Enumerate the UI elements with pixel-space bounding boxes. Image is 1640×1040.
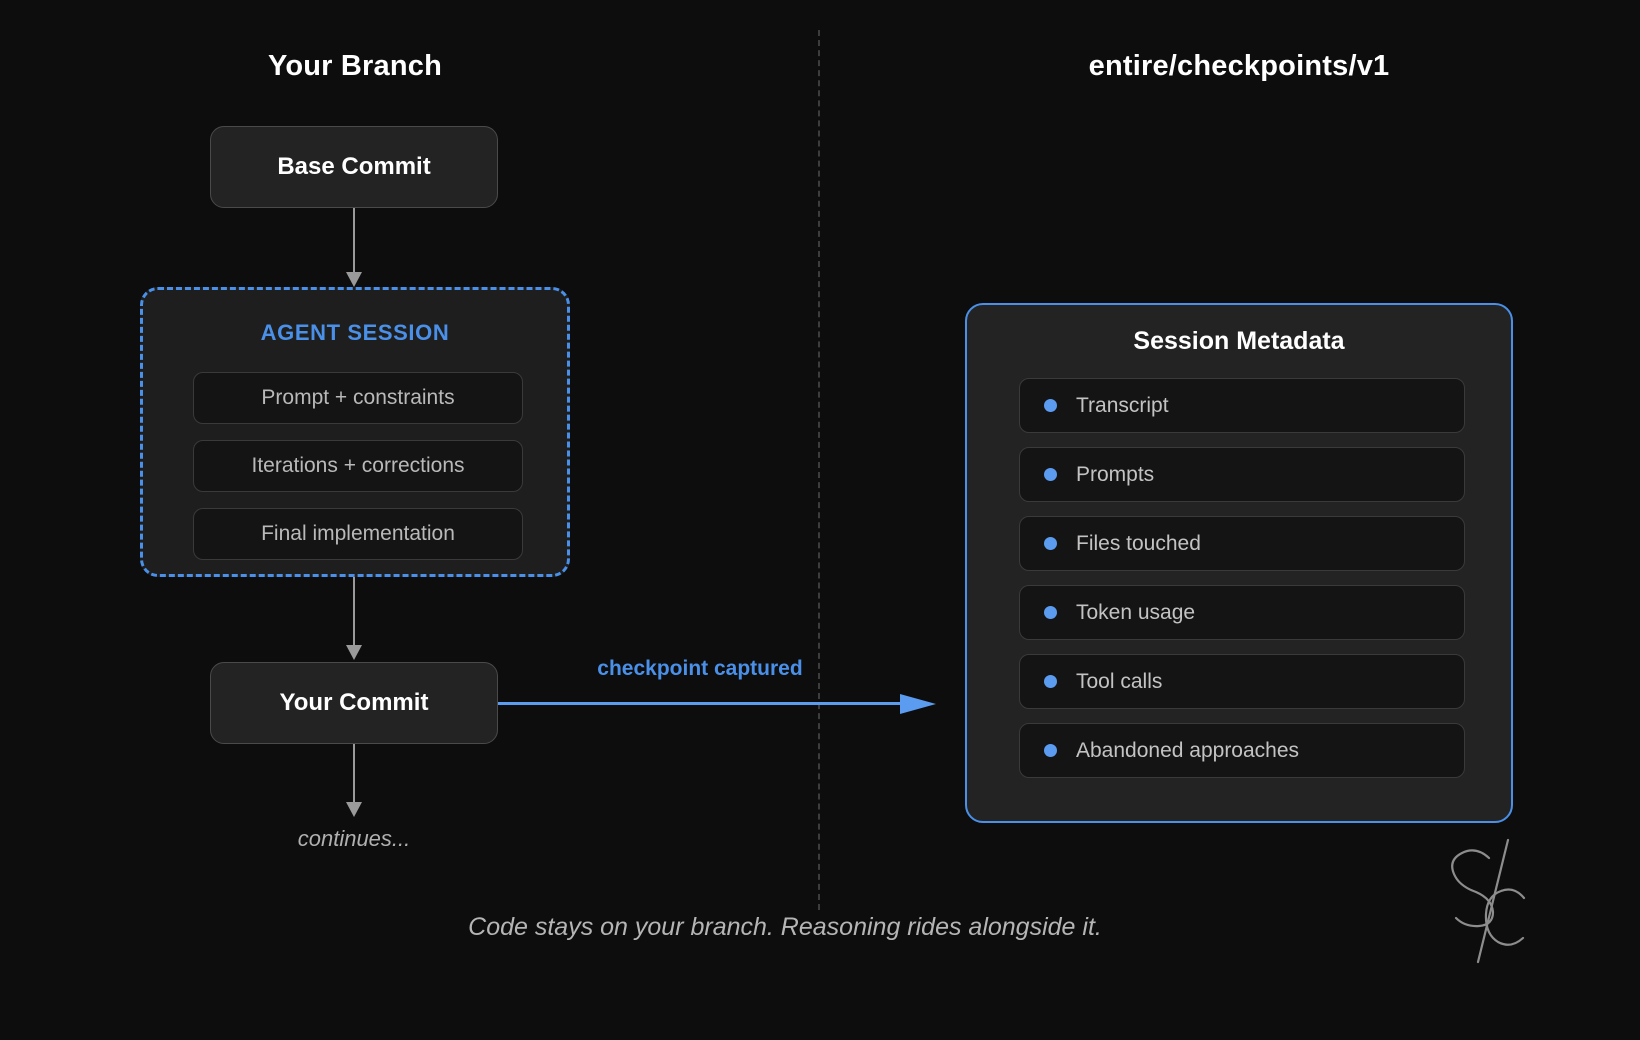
column-title-your-branch: Your Branch — [267, 50, 443, 82]
signature-monogram-sc-icon — [1451, 838, 1526, 964]
metadata-item-transcript: Transcript — [1019, 378, 1465, 433]
bullet-dot-icon — [1044, 399, 1057, 412]
agent-session-title: AGENT SESSION — [260, 320, 450, 345]
metadata-item-abandoned-approaches: Abandoned approaches — [1019, 723, 1465, 778]
metadata-item-prompts: Prompts — [1019, 447, 1465, 502]
metadata-item-label: Files touched — [1076, 531, 1201, 555]
arrow-shaft — [353, 208, 355, 274]
metadata-item-tool-calls: Tool calls — [1019, 654, 1465, 709]
metadata-item-files-touched: Files touched — [1019, 516, 1465, 571]
bullet-dot-icon — [1044, 744, 1057, 757]
node-your-commit: Your Commit — [210, 662, 498, 744]
arrow-checkpoint-captured — [498, 694, 938, 714]
session-item-prompt-constraints: Prompt + constraints — [193, 372, 523, 424]
arrow-head-down-icon — [346, 645, 362, 660]
arrow-base-to-session — [342, 208, 366, 288]
bullet-dot-icon — [1044, 606, 1057, 619]
checkpoint-captured-label: checkpoint captured — [597, 657, 803, 680]
session-metadata-panel: Session Metadata Transcript Prompts File… — [965, 303, 1513, 823]
metadata-item-token-usage: Token usage — [1019, 585, 1465, 640]
metadata-item-label: Transcript — [1076, 393, 1169, 417]
metadata-item-label: Prompts — [1076, 462, 1155, 486]
agent-session-container: AGENT SESSION Prompt + constraints Itera… — [140, 287, 570, 577]
session-metadata-list: Transcript Prompts Files touched Token u… — [1019, 378, 1465, 792]
session-metadata-title: Session Metadata — [1133, 327, 1345, 355]
arrow-commit-to-continues — [342, 744, 366, 820]
metadata-item-label: Tool calls — [1076, 669, 1163, 693]
footer-caption: Code stays on your branch. Reasoning rid… — [468, 913, 1102, 941]
session-item-iterations-corrections: Iterations + corrections — [193, 440, 523, 492]
arrow-shaft — [353, 744, 355, 804]
metadata-item-label: Abandoned approaches — [1076, 738, 1300, 762]
bullet-dot-icon — [1044, 675, 1057, 688]
metadata-item-label: Token usage — [1076, 600, 1196, 624]
bullet-dot-icon — [1044, 468, 1057, 481]
arrow-head-down-icon — [346, 272, 362, 287]
vertical-dashed-divider — [818, 30, 820, 910]
arrow-session-to-commit — [342, 577, 366, 663]
node-base-commit: Base Commit — [210, 126, 498, 208]
arrow-shaft — [353, 577, 355, 647]
arrow-head-down-icon — [346, 802, 362, 817]
continues-label: continues... — [297, 826, 411, 851]
arrow-shaft — [498, 702, 902, 705]
bullet-dot-icon — [1044, 537, 1057, 550]
arrow-head-right-icon — [900, 694, 936, 714]
column-title-checkpoints-repo: entire/checkpoints/v1 — [1088, 50, 1390, 82]
session-item-final-implementation: Final implementation — [193, 508, 523, 560]
